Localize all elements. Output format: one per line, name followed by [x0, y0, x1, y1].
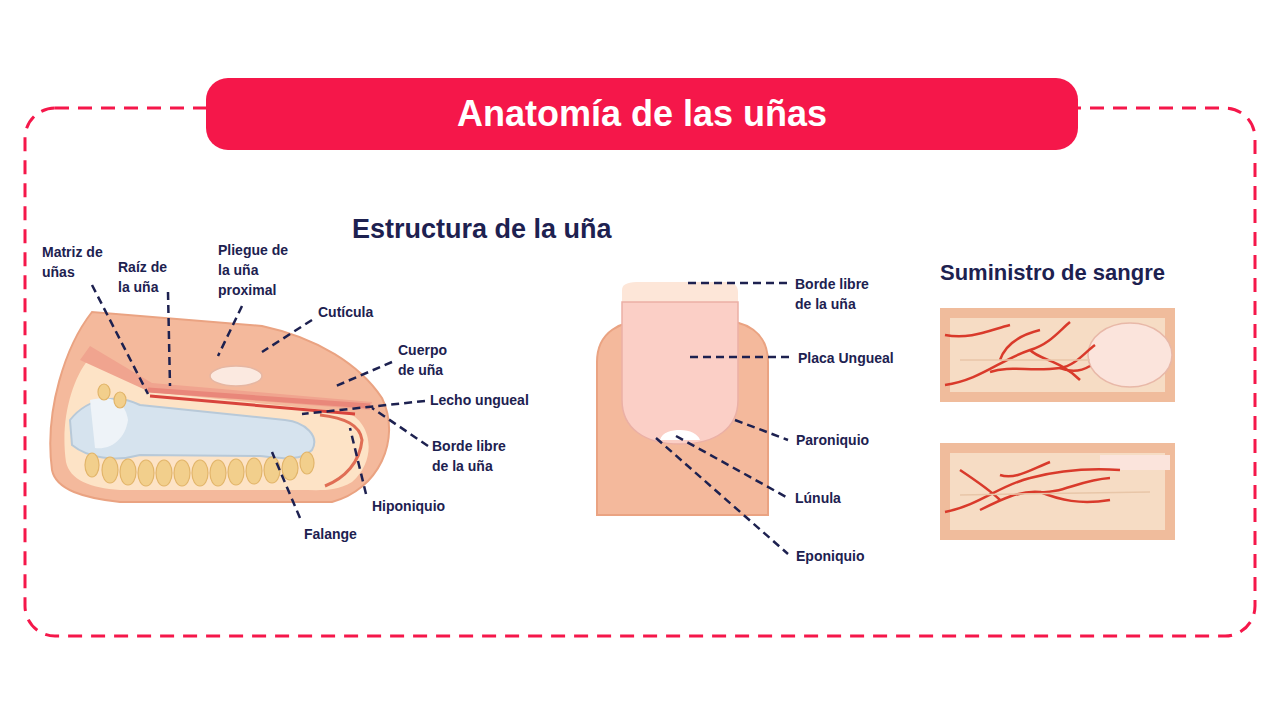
part-label: Placa Ungueal [798, 348, 894, 368]
part-label: Borde libre de la uña [795, 274, 887, 314]
part-label: Lúnula [795, 488, 841, 508]
part-label: Borde libre de la uña [432, 436, 524, 476]
part-label: Cutícula [318, 302, 373, 322]
part-label: Eponiquio [796, 546, 864, 566]
part-label: Falange [304, 524, 357, 544]
dashed-frame [25, 108, 1255, 636]
finger-top-view [597, 282, 768, 515]
part-label: Lecho ungueal [430, 390, 529, 410]
section-heading: Estructura de la uña [352, 214, 612, 245]
part-label: Hiponiquio [372, 496, 445, 516]
part-label: Raíz de la uña [118, 257, 180, 297]
title-banner: Anatomía de las uñas [206, 78, 1078, 150]
leader-lines [92, 285, 428, 518]
finger-cross-section [50, 312, 389, 502]
title: Anatomía de las uñas [457, 93, 827, 135]
part-label: Cuerpo de uña [398, 340, 460, 380]
part-label: Paroniquio [796, 430, 869, 450]
section-heading: Suministro de sangre [940, 260, 1165, 286]
part-label: Pliegue de la uña proximal [218, 240, 292, 300]
part-label: Matriz de uñas [42, 242, 114, 282]
blood-supply-illustration [940, 308, 1175, 540]
leader-lines [656, 283, 790, 554]
